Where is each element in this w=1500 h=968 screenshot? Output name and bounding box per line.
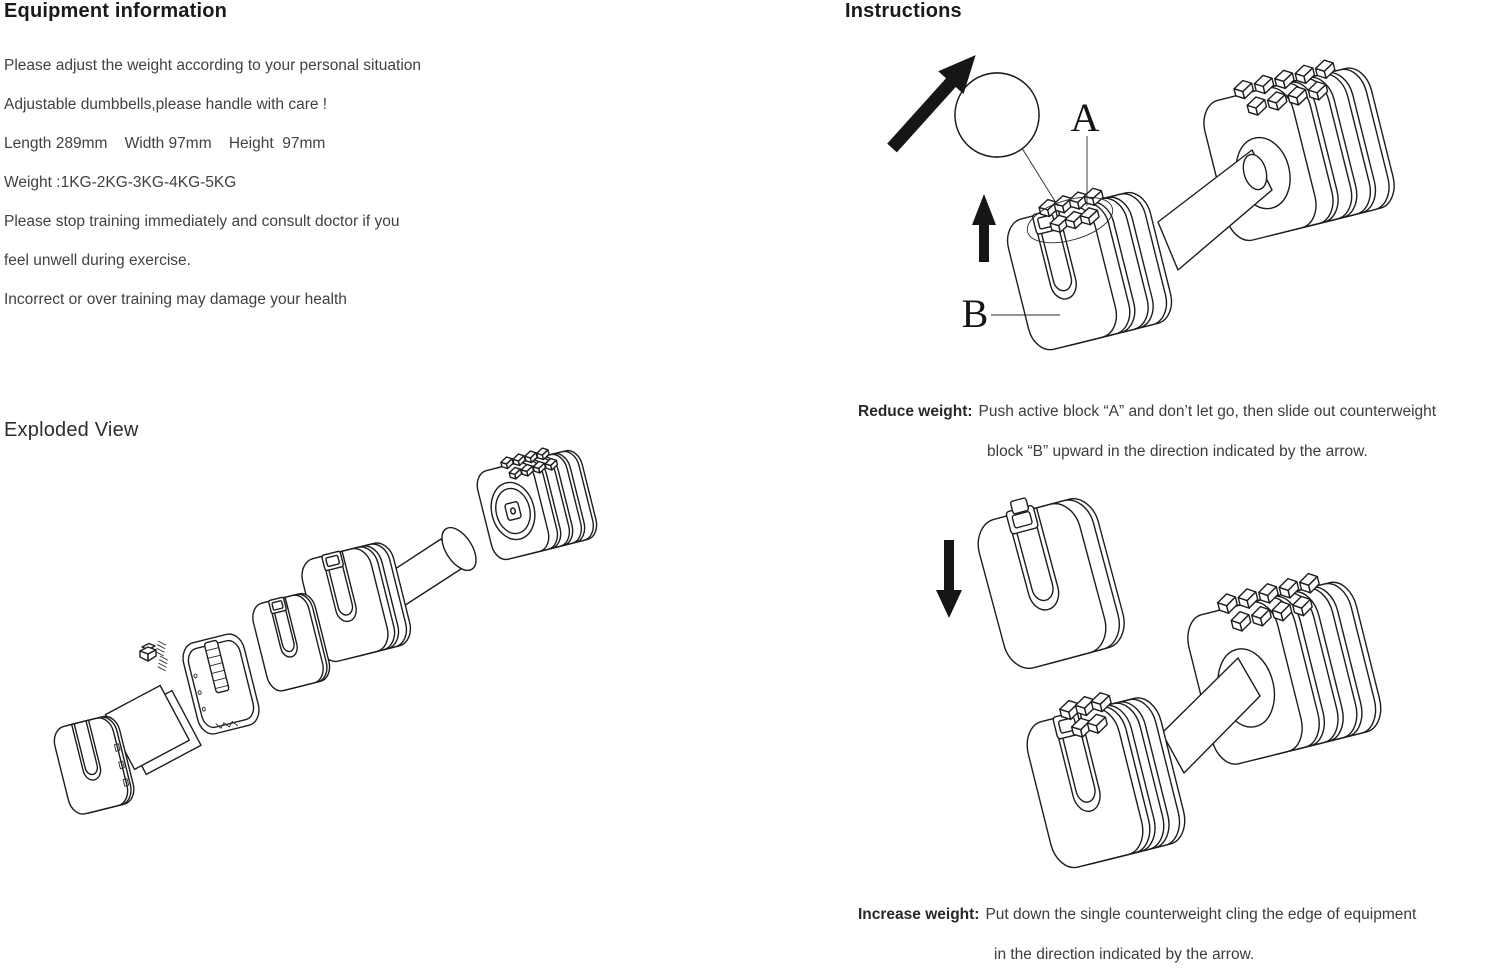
- slide-out-arrow-icon: [887, 55, 976, 153]
- exploded-clip-part: [140, 644, 156, 662]
- reduce-weight-text: Push active block “A” and don’t let go, …: [978, 403, 1437, 420]
- exploded-view-diagram: [30, 446, 601, 865]
- exploded-view-title: Exploded View: [4, 419, 139, 441]
- equipment-info-line: Please stop training immediately and con…: [4, 213, 400, 230]
- reduce-weight-label: Reduce weight:: [858, 403, 973, 420]
- single-counterweight-block: [969, 492, 1132, 674]
- exploded-housing-frame: [178, 630, 264, 738]
- increase-weight-text: Put down the single counterweight cling …: [985, 906, 1417, 923]
- equipment-info-title: Equipment information: [4, 0, 228, 22]
- label-b: B: [962, 291, 989, 336]
- exploded-screw: [155, 656, 171, 671]
- dumbbell-handle: [1162, 658, 1260, 773]
- magnifier-detail: [939, 60, 1056, 172]
- equipment-info-line: Adjustable dumbbells,please handle with …: [4, 96, 328, 113]
- counterweight-block-group: [999, 185, 1178, 354]
- instructions-title: Instructions: [845, 0, 962, 22]
- increase-weight-label: Increase weight:: [858, 906, 980, 923]
- exploded-weight-stack: [473, 446, 601, 563]
- reduce-weight-caption: Reduce weight: Push active block “A” and …: [858, 403, 1436, 421]
- exploded-flat-plate: [105, 682, 201, 778]
- detail-source-ellipse: [1022, 189, 1118, 252]
- up-arrow-icon: [972, 194, 996, 262]
- dumbbell-handle: [1158, 150, 1272, 270]
- equipment-info-line: feel unwell during exercise.: [4, 252, 191, 269]
- counterweight-block-group: [1018, 689, 1192, 872]
- equipment-info-line: Incorrect or over training may damage yo…: [4, 291, 347, 308]
- exploded-thin-counterweight: [51, 712, 138, 816]
- increase-weight-caption: Increase weight: Put down the single coun…: [858, 906, 1416, 924]
- label-a: A: [1071, 95, 1100, 140]
- equipment-info-line: Length 289mm Width 97mm Height 97mm: [4, 135, 326, 152]
- reduce-weight-diagram: A B: [887, 55, 1401, 395]
- increase-weight-diagram: [936, 492, 1388, 902]
- reduce-weight-text-line2: block “B” upward in the direction indica…: [987, 443, 1368, 460]
- exploded-screw: [153, 641, 169, 656]
- down-arrow-icon: [936, 540, 962, 618]
- equipment-info-line: Please adjust the weight according to yo…: [4, 57, 422, 74]
- equipment-info-text: Please adjust the weight according to yo…: [4, 46, 421, 319]
- increase-weight-text-line2: in the direction indicated by the arrow.: [994, 946, 1255, 963]
- magnifier-leader-line: [1020, 145, 1058, 206]
- equipment-info-line: Weight :1KG-2KG-3KG-4KG-5KG: [4, 174, 237, 191]
